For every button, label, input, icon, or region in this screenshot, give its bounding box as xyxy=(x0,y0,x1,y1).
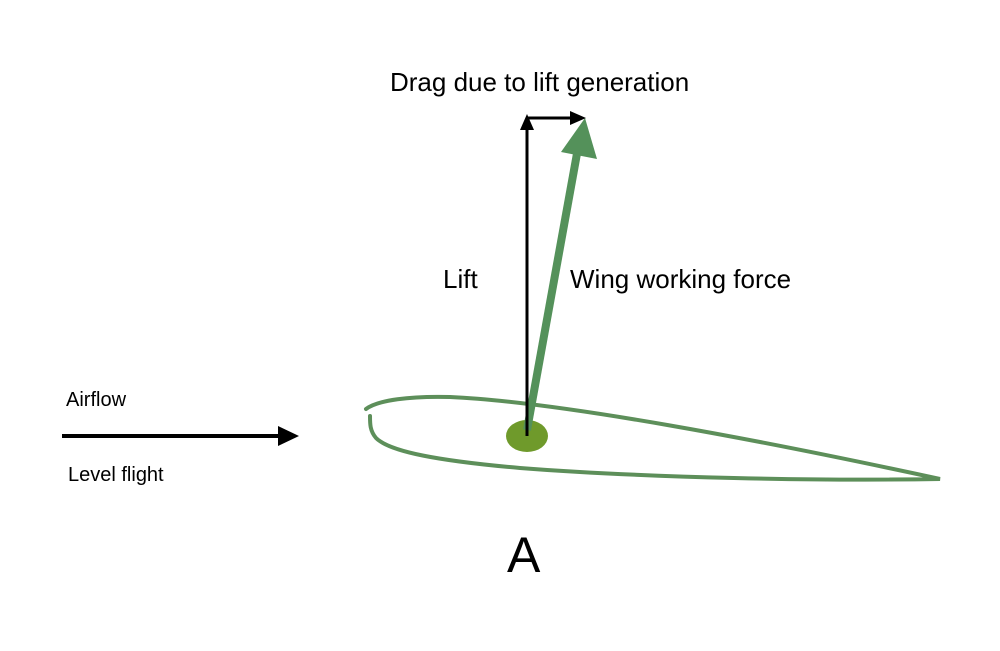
lift-label: Lift xyxy=(443,264,478,294)
airfoil-outline xyxy=(364,394,941,482)
level-flight-label: Level flight xyxy=(68,464,164,486)
lift-arrowhead xyxy=(520,114,534,130)
figure-letter: A xyxy=(507,527,541,583)
wing-force-arrow-shaft xyxy=(523,147,582,431)
wing-force-label: Wing working force xyxy=(570,264,792,294)
airflow-arrowhead xyxy=(278,426,299,446)
airflow-label: Airflow xyxy=(66,389,127,411)
wing-force-arrowhead xyxy=(561,118,597,159)
drag-label: Drag due to lift generation xyxy=(390,67,690,97)
drag-arrowhead xyxy=(570,111,586,125)
